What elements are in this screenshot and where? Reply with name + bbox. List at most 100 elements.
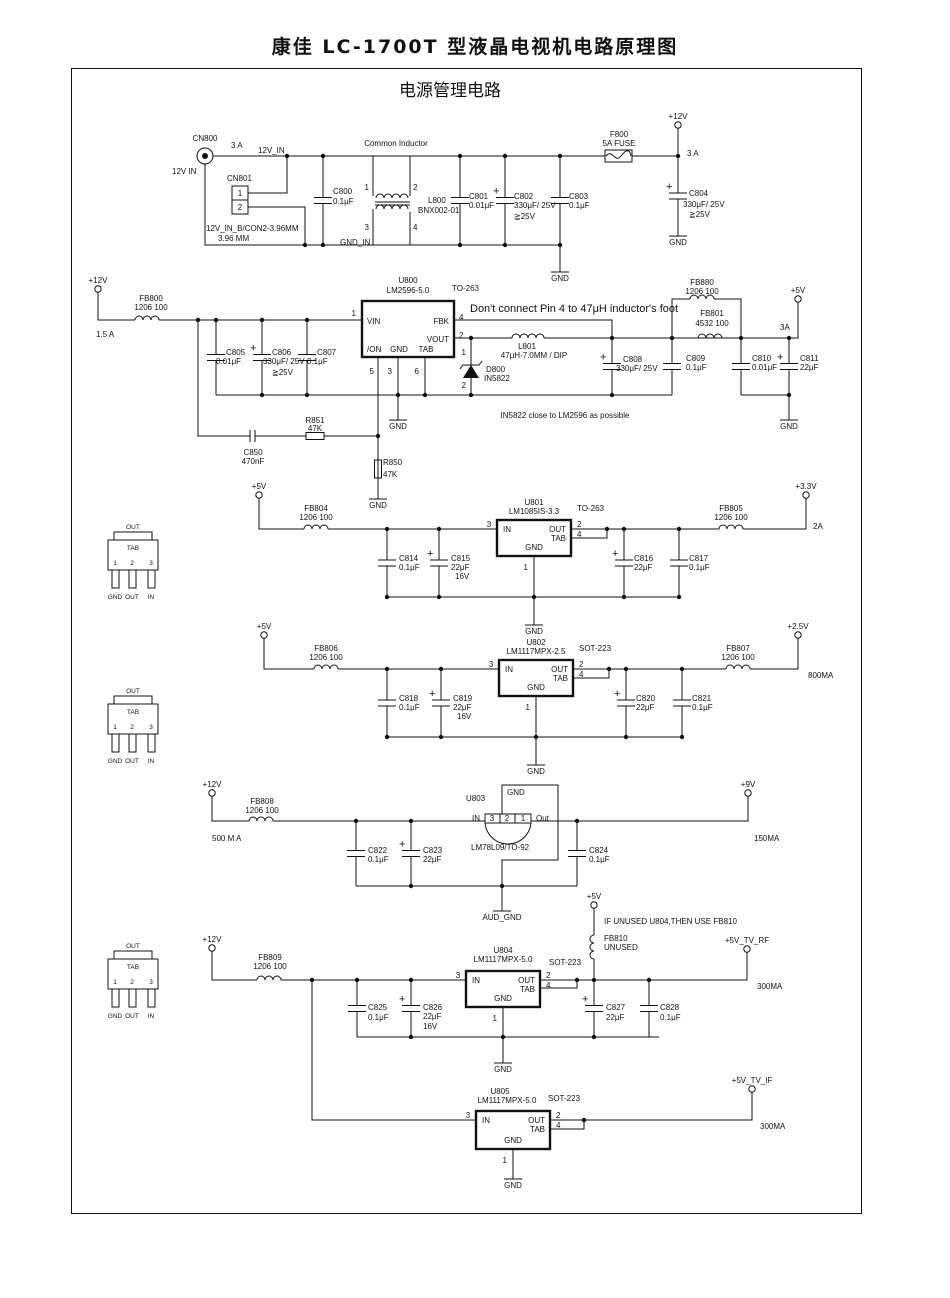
junction-dot	[457, 153, 463, 159]
fb808-value: 1206 100	[245, 806, 279, 815]
terminal-icon	[208, 944, 216, 952]
junction-dot	[679, 734, 685, 740]
pin-number: 6	[415, 367, 420, 376]
c820-value: 22μF	[636, 703, 655, 712]
junction-dot	[646, 977, 652, 983]
c819-value: 22μF	[453, 703, 472, 712]
junction-dot	[422, 392, 428, 398]
output-current: 2A	[813, 522, 823, 531]
fb809-value: 1206 100	[253, 962, 287, 971]
fb807-value: 1206 100	[721, 653, 755, 662]
junction-dot	[304, 392, 310, 398]
package-pin-name: OUT	[125, 594, 139, 601]
fb801-ref: FB801	[700, 309, 724, 318]
pin-label: TAB	[419, 345, 434, 354]
u804-part: LM1117MPX-5.0	[474, 955, 533, 964]
pin-number: 3	[487, 520, 492, 529]
junction-dot	[436, 526, 442, 532]
u803-ref: U803	[466, 794, 486, 803]
wire	[571, 529, 608, 539]
input-current: 3 A	[231, 141, 243, 150]
c815-ref: C815	[451, 554, 471, 563]
wire	[454, 319, 613, 338]
dc-jack-icon	[196, 147, 214, 165]
r850-icon	[374, 459, 382, 479]
input-current: 1.5 A	[96, 330, 115, 339]
c801-ref: C801	[469, 192, 489, 201]
pin-label: /ON	[367, 345, 381, 354]
c828-ref: C828	[660, 1003, 680, 1012]
pin-label: IN	[482, 1116, 490, 1125]
package-pin-number: 2	[130, 979, 134, 986]
c811-value: 22μF	[800, 363, 819, 372]
pin-number: 2	[579, 660, 584, 669]
wire	[750, 638, 799, 670]
rail-12v-label: +12V	[203, 780, 223, 789]
pin-number: 4	[413, 223, 418, 232]
pin-label: GND	[504, 1136, 522, 1145]
ground-label: GND	[369, 501, 387, 510]
package-diagram-lead	[147, 733, 156, 753]
c816-ref: C816	[634, 554, 654, 563]
pin-label: GND	[390, 345, 408, 354]
c800-value: 0.1μF	[333, 197, 354, 206]
package-pin-name: OUT	[125, 758, 139, 765]
rail-5v-label: +5V	[587, 892, 602, 901]
ground-label: GND	[669, 238, 687, 247]
c806-ref: C806	[272, 348, 292, 357]
polarity-plus-icon: +	[666, 181, 672, 193]
r850-value: 47K	[383, 470, 398, 479]
u801-package: TO-263	[577, 504, 605, 513]
wire	[323, 155, 374, 196]
wire	[211, 951, 257, 981]
rail-5v-label: +5V	[791, 286, 806, 295]
package-pin-number: 2	[130, 724, 134, 731]
pin-label: TAB	[553, 674, 568, 683]
zener-diode-icon	[463, 365, 479, 378]
c806-value: 330μF/ 25V	[263, 357, 305, 366]
package-pin-name: GND	[108, 758, 123, 765]
c805-value: 0.01μF	[216, 357, 241, 366]
package-diagram-tab	[113, 950, 153, 960]
package-pin-name: IN	[148, 1013, 155, 1020]
l800-coil-top	[375, 193, 409, 199]
d800-ref: D800	[486, 365, 506, 374]
fb806-value: 1206 100	[309, 653, 343, 662]
package-top-label: OUT	[126, 688, 140, 695]
fb807-icon	[725, 664, 751, 670]
cn800-ref: CN800	[193, 134, 218, 143]
c808-ref: C808	[623, 355, 643, 364]
output-current: 300MA	[757, 982, 783, 991]
ground-label: GND	[389, 422, 407, 431]
package-pin-name: GND	[108, 1013, 123, 1020]
wire	[550, 1120, 585, 1130]
junction-dot	[395, 392, 401, 398]
polarity-plus-icon: +	[429, 688, 435, 700]
pin-number: 1	[503, 1156, 508, 1165]
c819-rating: 16V	[457, 712, 472, 721]
junction-dot	[320, 242, 326, 248]
fb800-value: 1206 100	[134, 303, 168, 312]
pin-label: GND	[494, 994, 512, 1003]
junction-dot	[623, 734, 629, 740]
r851-icon	[305, 432, 325, 440]
c818-ref: C818	[399, 694, 419, 703]
package-top-label: OUT	[126, 524, 140, 531]
u802-body	[497, 658, 575, 698]
c826-ref: C826	[423, 1003, 443, 1012]
document-title: 康佳 LC-1700T 型液晶电视机电路原理图	[271, 36, 679, 58]
u803-pin-strip	[484, 813, 532, 824]
junction-dot	[533, 734, 539, 740]
wire	[248, 206, 306, 245]
rail-5v-tv-rf-label: +5V_TV_RF	[725, 936, 769, 945]
c850-value: 470nF	[242, 457, 265, 466]
pin-number: 2	[238, 203, 243, 212]
fb801-value: 4532 100	[695, 319, 729, 328]
c815-rating: 16V	[455, 572, 470, 581]
r851-value: 47K	[308, 424, 323, 433]
cn801-ref: CN801	[227, 174, 252, 183]
rail-12v-label: +12V	[203, 935, 223, 944]
fb806-icon	[313, 664, 339, 670]
package-diagram-lead	[128, 988, 137, 1008]
